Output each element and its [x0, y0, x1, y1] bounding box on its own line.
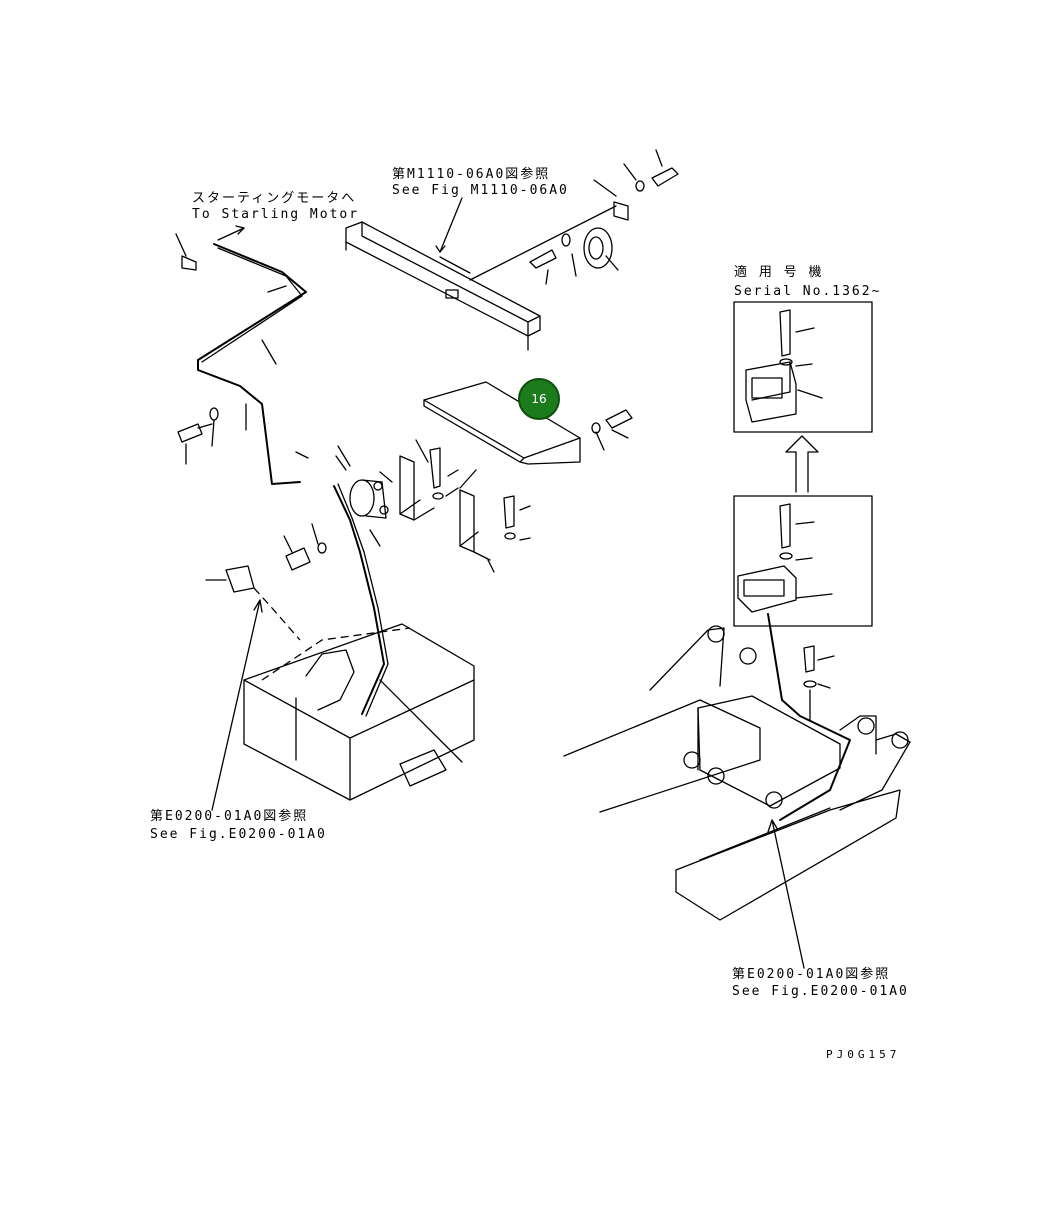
- upgrade-arrow: [785, 435, 819, 493]
- old-lamp-box: [733, 495, 873, 627]
- serial-label-jp: 適 用 号 機: [734, 265, 824, 280]
- wire-harness: [175, 225, 389, 717]
- leader-e0200-right: [771, 819, 805, 969]
- fig-m1110-label-jp: 第M1110-06A0図参照: [392, 167, 551, 182]
- cover-plate: [423, 381, 633, 465]
- drawing-code: PJ0G157: [826, 1048, 901, 1061]
- starting-motor-label-jp: スターティングモータへ: [192, 191, 357, 206]
- part-callout-16[interactable]: 16: [518, 378, 560, 420]
- new-lamp-box: [733, 301, 873, 433]
- horn-assembly: [529, 149, 679, 285]
- leader-e0200-left: [211, 599, 261, 811]
- fig-e0200-right-label-jp: 第E0200-01A0図参照: [732, 967, 891, 982]
- old-lamp: [737, 503, 833, 613]
- leader-m1110: [439, 197, 463, 253]
- relay-unit: [349, 471, 393, 547]
- mounting-brackets: [399, 439, 531, 573]
- serial-label-en: Serial No.1362~: [734, 284, 882, 299]
- frame-beam: [345, 205, 617, 351]
- fig-m1110-label-en: See Fig M1110-06A0: [392, 183, 569, 198]
- fig-e0200-left-label-jp: 第E0200-01A0図参照: [150, 809, 309, 824]
- new-lamp: [745, 309, 823, 423]
- connector: [205, 565, 301, 641]
- battery-box: [243, 623, 475, 801]
- boom-assembly: [563, 613, 911, 921]
- starting-motor-label-en: To Starling Motor: [192, 207, 360, 222]
- bolts-left: [177, 407, 327, 571]
- fig-e0200-right-label-en: See Fig.E0200-01A0: [732, 984, 909, 999]
- fig-e0200-left-label-en: See Fig.E0200-01A0: [150, 827, 327, 842]
